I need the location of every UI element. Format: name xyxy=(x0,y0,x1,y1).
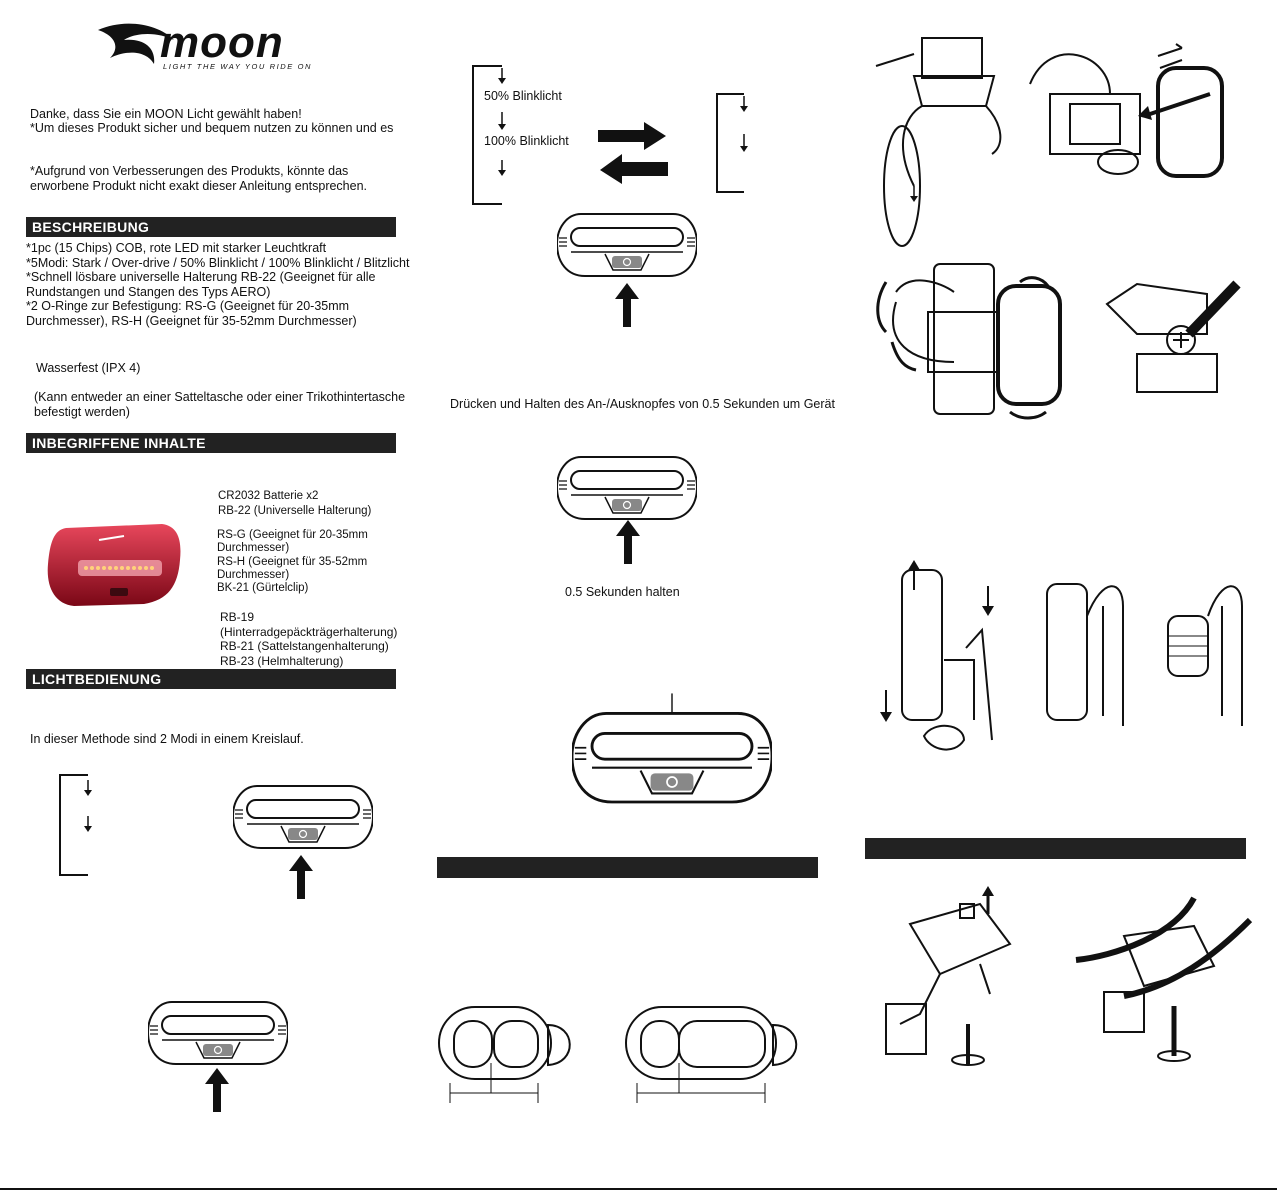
light-front-diagram xyxy=(233,784,373,850)
mode-bracket-left xyxy=(472,65,506,205)
o-ring-large-diagram xyxy=(625,1006,798,1103)
beschreibung-item-1: *1pc (15 Chips) COB, rote LED mit starke… xyxy=(26,241,327,255)
inhalte-group-2: RS-G (Geeignet für 20-35mm Durchmesser) … xyxy=(217,529,368,595)
page-bottom-rule xyxy=(0,1188,1277,1190)
switch-arrows-icon xyxy=(598,122,668,184)
waterproof-label: Wasserfest (IPX 4) xyxy=(36,361,141,375)
screw-mount-illustration xyxy=(1105,280,1241,393)
mount-note: (Kann entweder an einer Satteltasche ode… xyxy=(34,390,406,419)
mode-50-label: 50% Blinklicht xyxy=(484,89,562,103)
section-bar-empty-col2 xyxy=(437,857,818,878)
saddle-rail-attached-illustration xyxy=(1075,896,1253,1062)
inhalte-group-1: CR2032 Batterie x2 RB-22 (Universelle Ha… xyxy=(218,490,372,517)
press-hold-text: Drücken und Halten des An-/Ausknopfes vo… xyxy=(450,397,835,411)
product-light-image xyxy=(47,524,181,606)
o-ring-small-diagram xyxy=(438,1006,571,1103)
brand-tagline: LIGHT THE WAY YOU RIDE ON xyxy=(163,62,313,71)
light-front-large-diagram xyxy=(572,693,772,804)
intro-note: *Aufgrund von Verbesserungen des Produkt… xyxy=(30,164,368,193)
beschreibung-item-3: *Schnell lösbare universelle Halterung R… xyxy=(26,270,376,299)
belt-clip-attached-illustration xyxy=(1046,583,1124,726)
beschreibung-item-2: *5Modi: Stark / Over-drive / 50% Blinkli… xyxy=(26,256,410,270)
section-bar-lichtbedienung: LICHTBEDIENUNG xyxy=(26,669,396,689)
cycle-text: In dieser Methode sind 2 Modi in einem K… xyxy=(30,732,304,746)
press-arrow-icon xyxy=(616,520,640,564)
intro-line-1: Danke, dass Sie ein MOON Licht gewählt h… xyxy=(30,107,302,121)
mount-attach-illustration xyxy=(1029,43,1224,178)
saddle-rail-mount-illustration xyxy=(885,886,1012,1066)
section-bar-empty-col3 xyxy=(865,838,1246,859)
press-arrow-icon xyxy=(205,1068,229,1112)
mode-100-label: 100% Blinklicht xyxy=(484,134,569,148)
hold-label: 0.5 Sekunden halten xyxy=(565,585,680,599)
press-arrow-icon xyxy=(615,283,639,327)
inhalte-group-3: RB-19 (Hinterradgepäckträgerhalterung) R… xyxy=(220,610,398,668)
intro-line-2: *Um dieses Produkt sicher und bequem nut… xyxy=(30,121,394,135)
belt-clip-front-illustration xyxy=(1167,585,1243,726)
section-bar-beschreibung: BESCHREIBUNG xyxy=(26,217,396,237)
beschreibung-item-4: *2 O-Ringe zur Befestigung: RS-G (Geeign… xyxy=(26,299,357,328)
light-front-diagram xyxy=(557,212,697,278)
light-front-diagram xyxy=(148,1000,288,1066)
brand-wordmark: moon xyxy=(160,18,284,67)
light-front-diagram xyxy=(557,455,697,521)
press-arrow-icon xyxy=(289,855,313,899)
moon-logo-icon xyxy=(98,23,174,64)
section-bar-inhalte: INBEGRIFFENE INHALTE xyxy=(26,433,396,453)
mount-pole-illustration xyxy=(876,263,1062,420)
mode-bracket-right xyxy=(716,93,748,193)
cycle-bracket-diagram xyxy=(59,774,92,876)
belt-clip-side-illustration xyxy=(880,560,994,751)
mount-handlebar-illustration xyxy=(875,37,1002,247)
